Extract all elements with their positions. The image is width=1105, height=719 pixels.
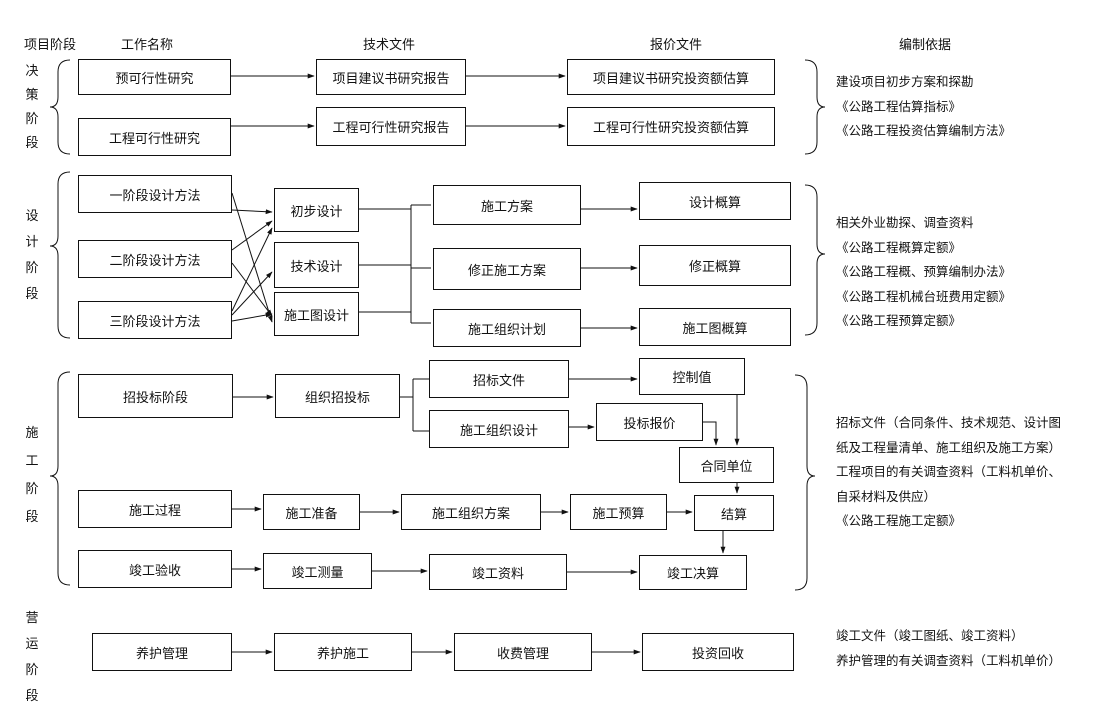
arrow-quote-contract [703, 421, 719, 446]
box-feasibility-estimate: 工程可行性研究投资额估算 [567, 107, 775, 146]
basis-line: 《公路工程预算定额》 [836, 313, 962, 328]
stage-decision-char: 段 [25, 136, 39, 151]
box-final-account: 竣工决算 [639, 555, 747, 590]
box-two-stage: 二阶段设计方法 [78, 240, 232, 278]
box-construction-budget: 施工预算 [570, 494, 667, 530]
stage-operation-char: 运 [25, 637, 39, 652]
box-maintenance-mgmt: 养护管理 [92, 633, 232, 671]
box-construction-drawing: 施工图设计 [274, 292, 359, 336]
stage-construction: 施 工 阶 段 [24, 420, 40, 532]
box-org-scheme: 施工组织方案 [401, 494, 541, 530]
basis-line: 工程项目的有关调查资料（工料机单价、 [836, 464, 1062, 479]
arrow-two-preliminary [231, 220, 273, 251]
stage-operation-char: 阶 [25, 663, 39, 678]
box-technical: 技术设计 [274, 242, 359, 288]
box-investment-recovery: 投资回收 [642, 633, 794, 671]
basis-line: 自采材料及供应） [836, 488, 937, 504]
basis-line: 竣工文件（竣工图纸、竣工资料） [836, 628, 1024, 643]
box-feasibility-report: 工程可行性研究报告 [316, 107, 466, 146]
box-tender-docs: 招标文件 [429, 360, 569, 398]
arrow-three-technical [231, 271, 273, 316]
box-design-budget: 设计概算 [639, 182, 791, 220]
basis-design: 相关外业勘探、调查资料 《公路工程概算定额》 《公路工程概、预算编制办法》 《公… [836, 211, 1011, 334]
box-materials: 竣工资料 [429, 554, 567, 590]
stage-decision-char: 阶 [25, 112, 39, 127]
box-drawing-budget: 施工图概算 [639, 308, 791, 346]
stage-operation-char: 段 [25, 689, 39, 704]
box-org-plan: 施工组织计划 [433, 309, 581, 347]
header-basis: 编制依据 [899, 38, 952, 53]
basis-line: 《公路工程概算定额》 [836, 239, 962, 255]
box-org-design: 施工组织设计 [429, 410, 569, 448]
box-toll-mgmt: 收费管理 [454, 633, 592, 671]
basis-line: 《公路工程施工定额》 [836, 513, 962, 528]
stage-design-char: 设 [25, 209, 39, 224]
stage-operation: 营 运 阶 段 [24, 606, 40, 710]
basis-operation: 竣工文件（竣工图纸、竣工资料） 养护管理的有关调查资料（工料机单价） [836, 624, 1061, 673]
stage-construction-char: 工 [25, 454, 39, 469]
arrow-three-drawing [231, 312, 273, 322]
header-work: 工作名称 [121, 38, 174, 53]
basis-line: 《公路工程概、预算编制办法》 [836, 264, 1012, 279]
stage-decision: 决 策 阶 段 [24, 60, 40, 156]
basis-decision: 建设项目初步方案和探勘 《公路工程估算指标》 《公路工程投资估算编制方法》 [836, 70, 1011, 144]
basis-construction: 招标文件（合同条件、技术规范、设计图 纸及工程量清单、施工组织及施工方案） 工程… [836, 411, 1061, 534]
box-preliminary: 初步设计 [274, 188, 359, 232]
basis-line: 《公路工程估算指标》 [836, 98, 962, 114]
box-survey: 竣工测量 [263, 553, 372, 589]
box-one-stage: 一阶段设计方法 [78, 175, 232, 213]
box-proposal-estimate: 项目建议书研究投资额估算 [567, 59, 775, 95]
brace-decision-right [804, 59, 826, 155]
arrow-one-preliminary [231, 209, 273, 215]
box-feasibility: 工程可行性研究 [78, 118, 231, 156]
basis-line: 《公路工程机械台班费用定额》 [836, 288, 1012, 304]
box-revised-plan: 修正施工方案 [433, 248, 581, 290]
arrow-three-preliminary [231, 227, 273, 312]
basis-line: 养护管理的有关调查资料（工料机单价） [836, 652, 1062, 668]
basis-line: 《公路工程投资估算编制方法》 [836, 123, 1012, 138]
box-revised-budget: 修正概算 [639, 245, 791, 286]
header-tech: 技术文件 [363, 38, 416, 53]
box-prefeasibility: 预可行性研究 [78, 59, 231, 95]
basis-line: 纸及工程量清单、施工组织及施工方案） [836, 439, 1062, 455]
box-organize-bidding: 组织招投标 [275, 374, 400, 418]
stage-construction-char: 段 [25, 510, 39, 525]
brace-design [49, 171, 71, 339]
header-stage: 项目阶段 [24, 38, 77, 53]
arrow-one-drawing [231, 192, 273, 323]
brace-decision [49, 59, 71, 155]
box-maintenance-work: 养护施工 [274, 633, 412, 671]
box-bid-quote: 投标报价 [596, 403, 703, 441]
basis-line: 招标文件（合同条件、技术规范、设计图 [836, 415, 1062, 430]
brace-construction-right [794, 374, 816, 591]
box-bidding-stage: 招投标阶段 [78, 374, 233, 418]
box-three-stage: 三阶段设计方法 [78, 301, 232, 339]
stage-construction-char: 阶 [25, 482, 39, 497]
brace-construction [49, 371, 71, 586]
box-preparation: 施工准备 [263, 494, 360, 530]
box-acceptance: 竣工验收 [78, 550, 232, 588]
stage-design-char: 段 [25, 287, 39, 302]
box-construction-plan: 施工方案 [433, 185, 581, 225]
stage-decision-char: 策 [25, 88, 39, 103]
stage-design: 设 计 阶 段 [24, 204, 40, 308]
stage-operation-char: 营 [25, 611, 39, 626]
stage-decision-char: 决 [25, 64, 39, 79]
header-quote: 报价文件 [650, 38, 703, 53]
box-proposal-report: 项目建议书研究报告 [316, 59, 466, 95]
box-process: 施工过程 [78, 490, 232, 528]
box-control-value: 控制值 [639, 358, 745, 395]
stage-design-char: 计 [25, 235, 39, 250]
stage-design-char: 阶 [25, 261, 39, 276]
basis-line: 相关外业勘探、调查资料 [836, 215, 974, 230]
box-contract-unit: 合同单位 [679, 447, 774, 483]
arrow-two-drawing [231, 262, 273, 317]
stage-construction-char: 施 [25, 426, 39, 441]
basis-line: 建设项目初步方案和探勘 [836, 74, 974, 89]
box-settlement: 结算 [694, 495, 774, 531]
brace-design-right [804, 184, 826, 336]
